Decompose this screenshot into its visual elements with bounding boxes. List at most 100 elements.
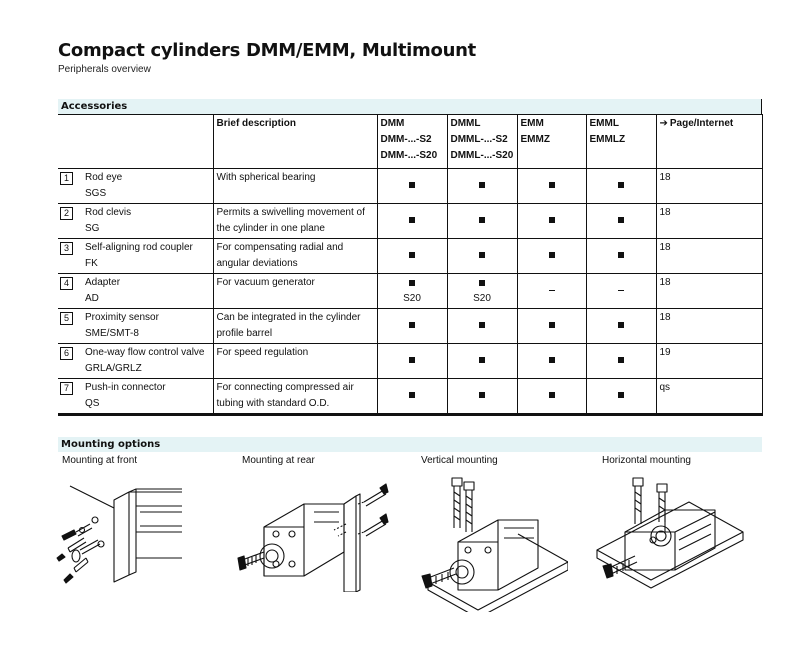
item-number-box: 7 <box>60 382 73 395</box>
accessory-name: Push-in connector <box>85 382 166 393</box>
accessory-description: With spherical bearing <box>212 168 378 204</box>
item-number-box: 5 <box>60 312 73 325</box>
accessory-name-cell: 5 Proximity sensor SME/SMT-8 <box>58 308 214 344</box>
available-square-icon <box>479 322 485 328</box>
availability-dmm <box>376 168 448 204</box>
available-square-icon <box>409 392 415 398</box>
item-number-box: 4 <box>60 277 73 290</box>
available-square-icon <box>618 182 624 188</box>
availability-dmm <box>376 203 448 239</box>
availability-dmml <box>446 238 518 274</box>
available-square-icon <box>409 357 415 363</box>
page-reference: 18 <box>655 168 763 204</box>
available-square-icon <box>479 217 485 223</box>
page-reference: 18 <box>655 273 763 309</box>
variant-note: S20 <box>403 293 421 304</box>
available-square-icon <box>548 217 555 223</box>
accessory-description: For speed regulation <box>212 343 378 379</box>
mounting-front-label: Mounting at front <box>62 455 138 466</box>
availability-emml <box>585 203 657 239</box>
accessory-description: For vacuum generator <box>212 273 378 309</box>
availability-emml <box>585 343 657 379</box>
table-row: 1 Rod eye SGS With spherical bearing 18 <box>58 168 763 204</box>
accessory-name: Adapter <box>85 277 121 288</box>
availability-dmm <box>376 238 448 274</box>
accessory-code: SME/SMT-8 <box>85 328 139 339</box>
table-row: 3 Self-aligning rod coupler FK For compe… <box>58 238 763 274</box>
accessory-code: AD <box>85 293 99 304</box>
page-reference: 18 <box>655 203 763 239</box>
mounting-horizontal-illustration <box>596 477 744 589</box>
available-square-icon <box>479 280 485 286</box>
mounting-front-illustration <box>56 485 182 584</box>
accessory-code: FK <box>85 258 98 269</box>
availability-dmml <box>446 308 518 344</box>
available-square-icon <box>548 357 555 363</box>
available-square-icon <box>479 357 485 363</box>
page-title: Compact cylinders DMM/EMM, Multimount <box>58 40 476 61</box>
available-square-icon <box>618 357 624 363</box>
availability-dmm <box>376 378 448 416</box>
availability-dmml <box>446 343 518 379</box>
item-number-box: 6 <box>60 347 73 360</box>
accessory-name: Rod eye <box>85 172 123 183</box>
availability-dmml: S20 <box>446 273 518 309</box>
availability-emml <box>585 238 657 274</box>
page-reference: 18 <box>655 238 763 274</box>
page-subtitle: Peripherals overview <box>58 64 151 75</box>
available-square-icon <box>548 392 555 398</box>
accessory-name: Rod clevis <box>85 207 132 218</box>
available-square-icon <box>548 182 555 188</box>
accessory-code: SGS <box>85 188 107 199</box>
header-description: Brief description <box>212 114 378 169</box>
available-square-icon <box>479 182 485 188</box>
available-square-icon <box>409 182 415 188</box>
availability-emm <box>516 308 587 344</box>
available-square-icon <box>409 322 415 328</box>
availability-emml <box>585 168 657 204</box>
variant-note: S20 <box>473 293 491 304</box>
accessory-name-cell: 1 Rod eye SGS <box>58 168 214 204</box>
table-row: 4 Adapter AD For vacuum generator S20 S2… <box>58 273 763 309</box>
accessory-name-cell: 2 Rod clevis SG <box>58 203 214 239</box>
header-page: ➔Page/Internet <box>655 114 763 169</box>
available-square-icon <box>548 322 555 328</box>
availability-dmml <box>446 168 518 204</box>
available-square-icon <box>479 392 485 398</box>
availability-emm <box>516 378 587 416</box>
page-reference: 19 <box>655 343 763 379</box>
available-square-icon <box>618 322 624 328</box>
mounting-section: Mounting options <box>58 437 762 452</box>
item-number-box: 3 <box>60 242 73 255</box>
availability-emml <box>585 308 657 344</box>
accessory-name: Self-aligning rod coupler <box>85 242 193 253</box>
mounting-vertical-illustration <box>421 477 568 612</box>
page-reference: 18 <box>655 308 763 344</box>
header-empty-cell <box>58 114 214 169</box>
availability-emm <box>516 273 587 309</box>
available-square-icon <box>618 217 624 223</box>
availability-emm <box>516 343 587 379</box>
available-square-icon <box>618 392 624 398</box>
availability-emm <box>516 168 587 204</box>
not-available-dash-icon <box>618 289 624 291</box>
available-square-icon <box>479 252 485 258</box>
table-row: 6 One-way flow control valve GRLA/GRLZ F… <box>58 343 763 379</box>
availability-dmml <box>446 203 518 239</box>
availability-emml <box>585 378 657 416</box>
available-square-icon <box>548 252 555 258</box>
availability-dmm <box>376 308 448 344</box>
accessory-name: Proximity sensor <box>85 312 159 323</box>
availability-emml <box>585 273 657 309</box>
accessory-name-cell: 7 Push-in connector QS <box>58 378 214 416</box>
